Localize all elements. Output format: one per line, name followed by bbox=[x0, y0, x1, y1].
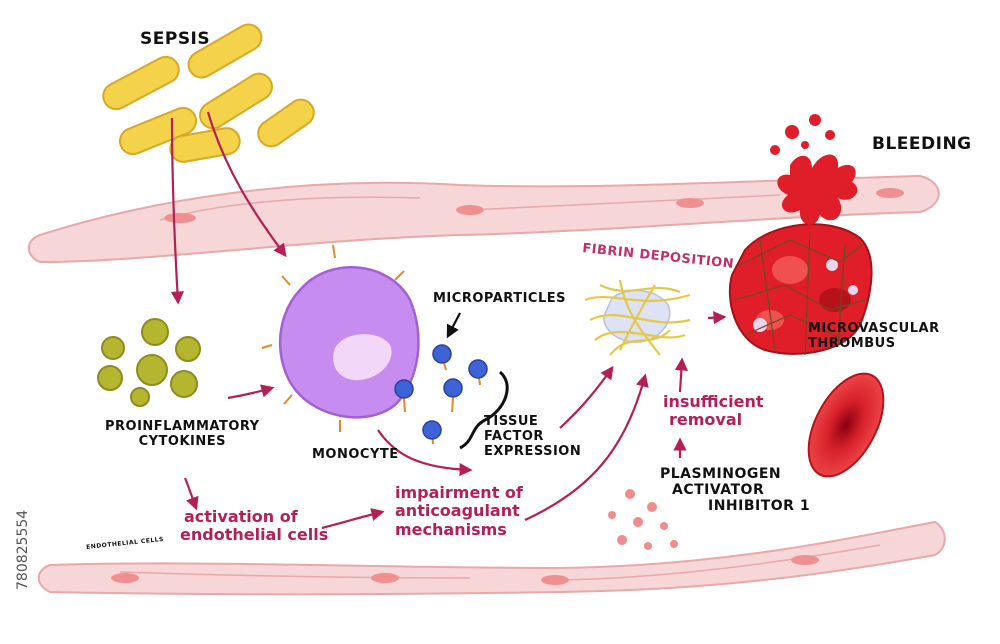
label-impairment-line: impairment of bbox=[395, 483, 523, 502]
label-factor-line: FACTOR bbox=[484, 428, 544, 444]
label-proinflammatory-line: PROINFLAMMATORY bbox=[105, 419, 260, 434]
label-proinflammatory-cytokines: PROINFLAMMATORY CYTOKINES bbox=[105, 419, 260, 450]
pathway-arrows bbox=[170, 111, 727, 530]
label-microvascular-thrombus: MICROVASCULAR THROMBUS bbox=[808, 321, 940, 352]
side-watermark-id: 780825554 bbox=[15, 510, 31, 590]
monocyte-cell bbox=[261, 244, 420, 432]
bleeding-splash bbox=[770, 114, 858, 225]
label-impairment-anticoagulant: impairment of anticoagulant mechanisms bbox=[395, 483, 523, 539]
microparticles-pointer-arrow bbox=[446, 312, 461, 339]
label-monocyte: MONOCYTE bbox=[312, 447, 399, 462]
label-removal-line: removal bbox=[669, 410, 743, 430]
label-plasminogen-line: PLASMINOGEN bbox=[660, 466, 782, 482]
label-activation-line: activation of bbox=[184, 507, 298, 526]
fibrin-deposition bbox=[584, 279, 691, 356]
label-endothelial-line: endothelial cells bbox=[180, 525, 329, 545]
label-insufficient-line: insufficient bbox=[663, 392, 764, 411]
label-mechanisms-line: mechanisms bbox=[395, 519, 507, 539]
label-expression-line: EXPRESSION bbox=[484, 443, 582, 459]
label-cytokines-line: CYTOKINES bbox=[138, 433, 226, 449]
label-inhibitor-line: INHIBITOR 1 bbox=[708, 498, 811, 515]
label-tissue-factor-expression: TISSUE FACTOR EXPRESSION bbox=[484, 414, 582, 460]
red-blood-cell bbox=[807, 372, 885, 478]
pai-1-particles bbox=[608, 489, 678, 550]
label-thrombus-line: THROMBUS bbox=[808, 335, 896, 351]
label-anticoagulant-line: anticoagulant bbox=[395, 501, 520, 521]
label-tissue-line: TISSUE bbox=[484, 414, 539, 429]
label-activator-line: ACTIVATOR bbox=[672, 482, 765, 499]
bacteria-cluster bbox=[102, 23, 315, 163]
label-sepsis: SEPSIS bbox=[140, 29, 211, 49]
label-microvascular-line: MICROVASCULAR bbox=[808, 321, 940, 336]
lower-vessel-wall bbox=[37, 520, 946, 596]
label-activation-endothelial: activation of endothelial cells bbox=[180, 507, 329, 545]
label-plasminogen-activator-inhibitor: PLASMINOGEN ACTIVATOR INHIBITOR 1 bbox=[660, 466, 810, 514]
upper-vessel-wall bbox=[27, 174, 940, 264]
microvascular-thrombus bbox=[728, 223, 873, 356]
microparticles bbox=[394, 344, 509, 450]
label-microparticles: MICROPARTICLES bbox=[433, 291, 566, 306]
cytokine-particles bbox=[97, 318, 201, 407]
label-insufficient-removal: insufficient removal bbox=[663, 392, 764, 430]
label-bleeding: BLEEDING bbox=[872, 134, 972, 154]
